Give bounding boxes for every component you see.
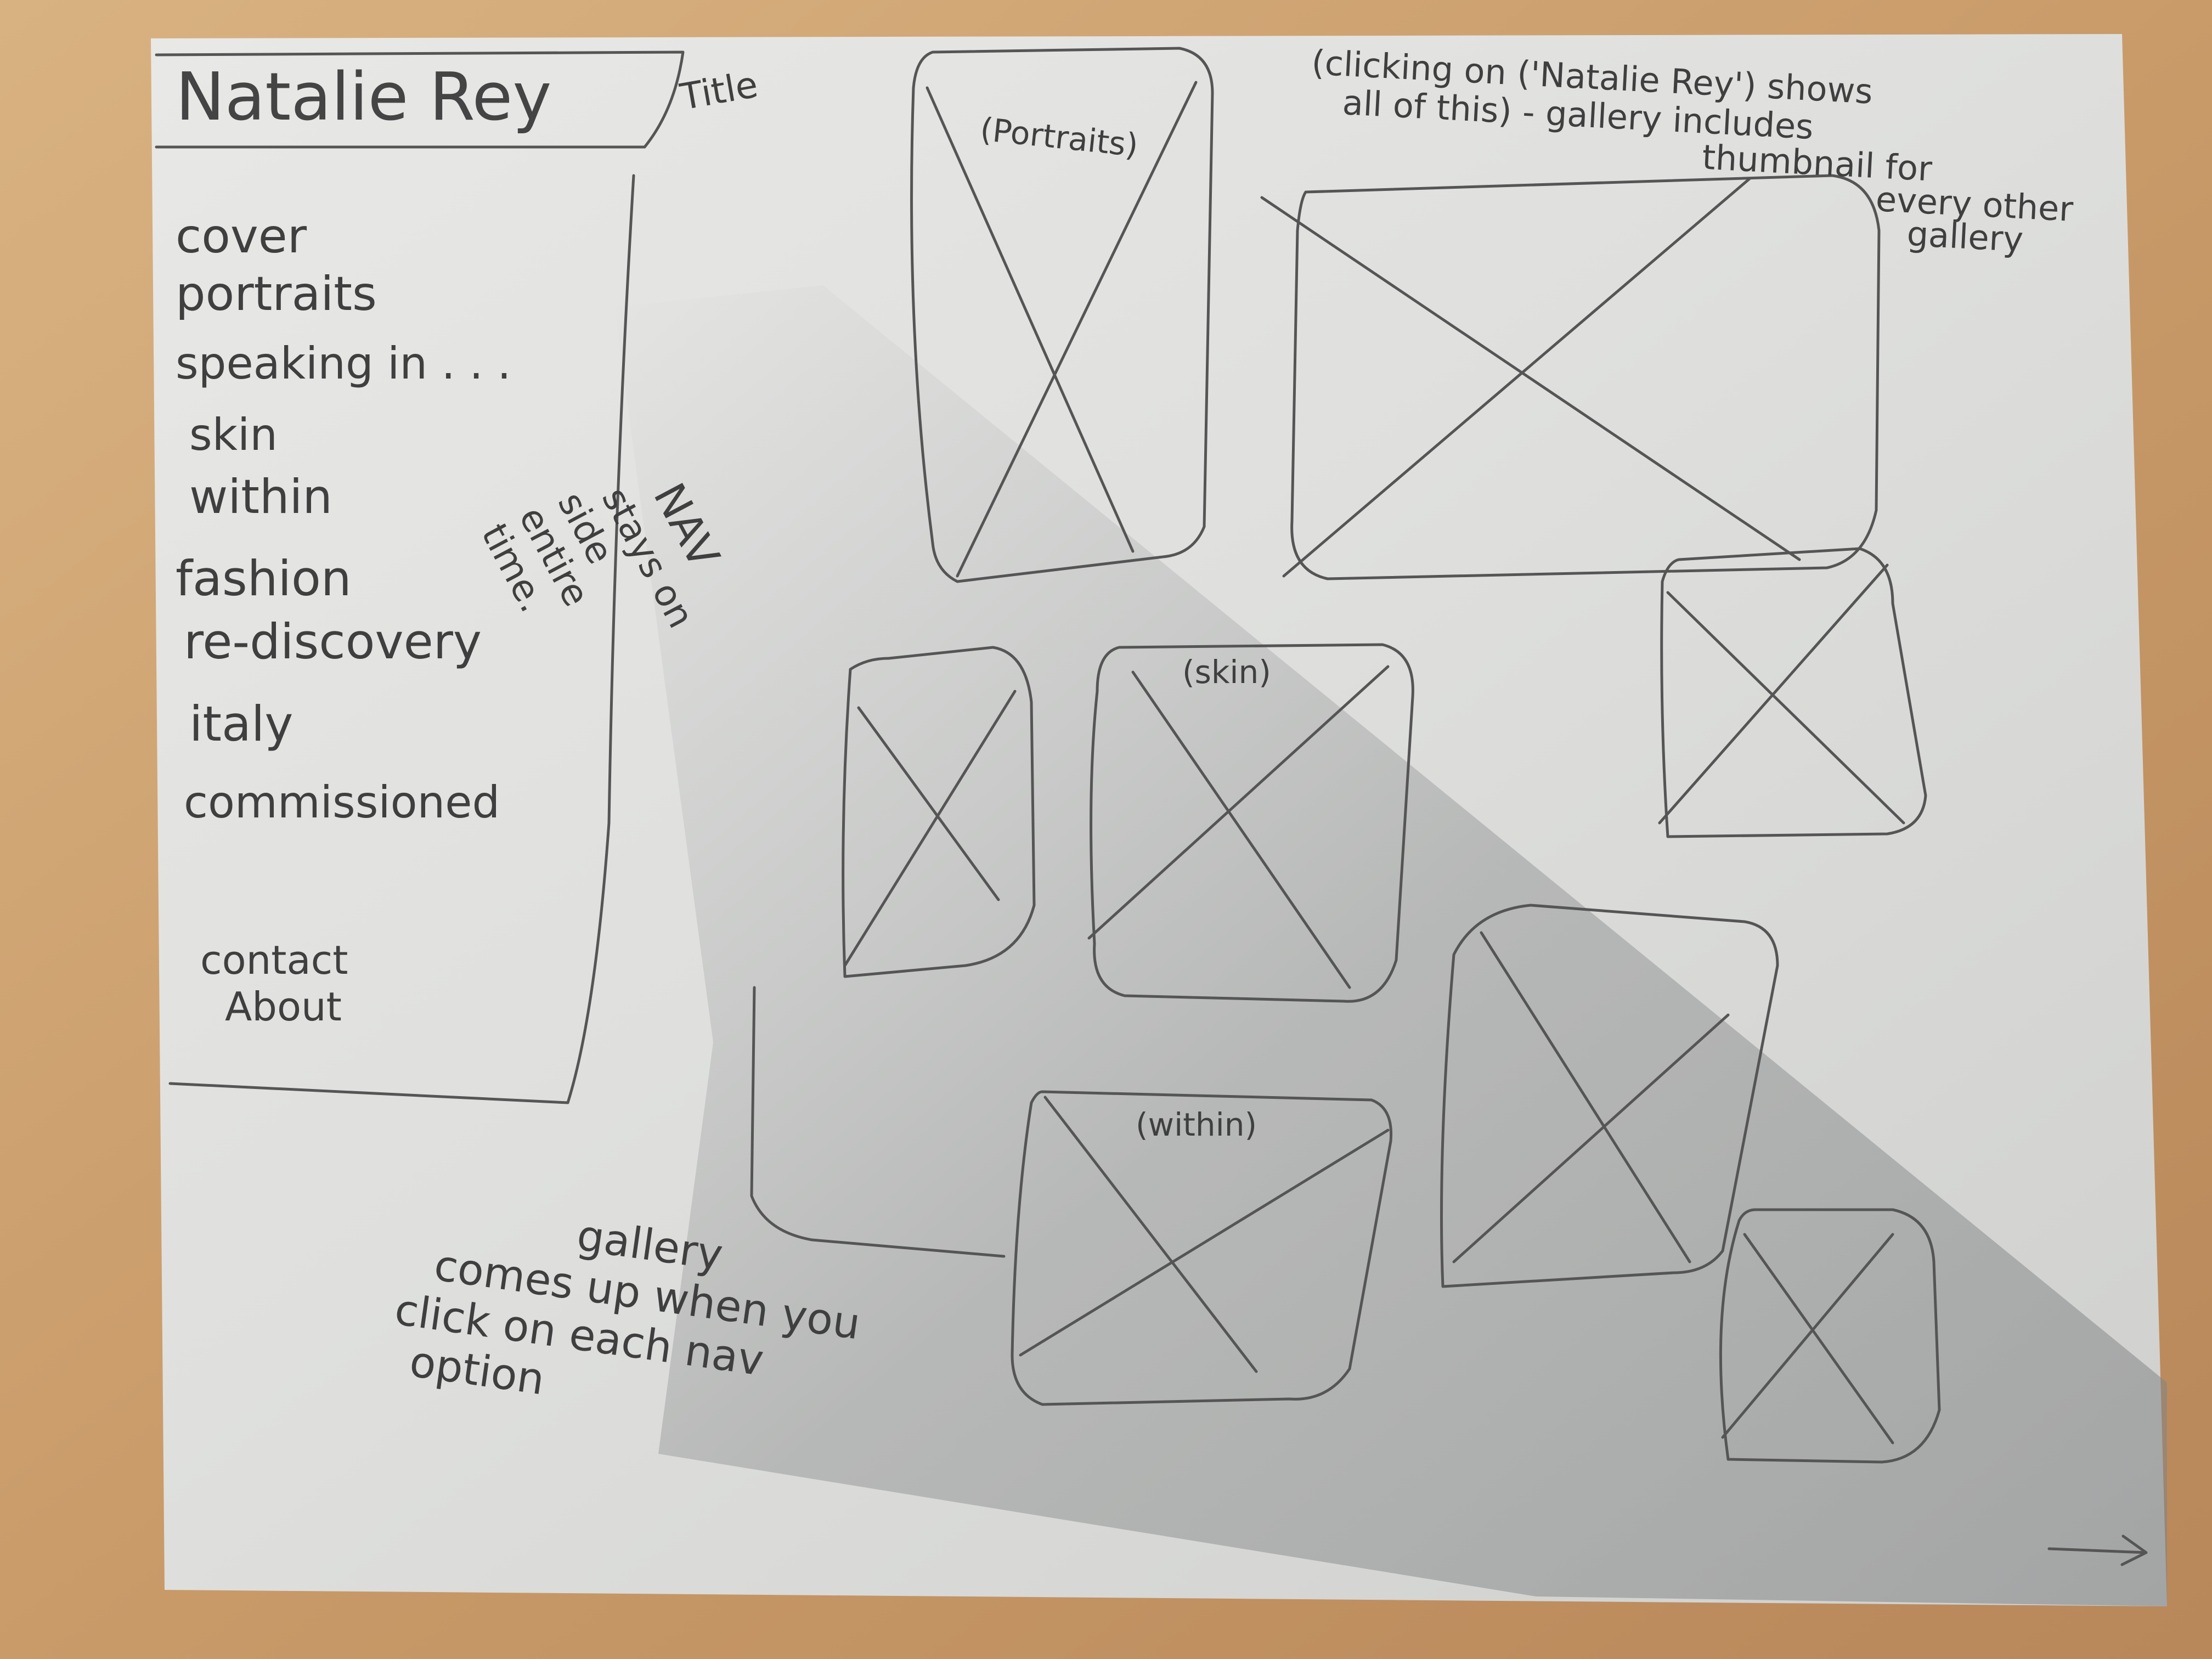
thumbnail-label-skin: (skin) xyxy=(1182,653,1271,691)
thumbnail-within xyxy=(1011,1090,1393,1406)
nav-item-skin[interactable]: skin xyxy=(189,409,278,460)
paper-shadow xyxy=(614,285,2167,1606)
thumbnail-large xyxy=(1260,174,1881,580)
thumbnail-skin xyxy=(1087,643,1414,1003)
thumbnail-right-bottom xyxy=(1719,1208,1941,1464)
nav-item-speaking-in[interactable]: speaking in . . . xyxy=(176,338,511,389)
nav-item-cover[interactable]: cover xyxy=(176,209,307,264)
nav-item-about[interactable]: About xyxy=(225,984,342,1030)
nav-sidebar-outline xyxy=(168,174,635,1104)
title-box xyxy=(155,50,685,149)
next-arrow-icon xyxy=(2047,1534,2148,1566)
thumbnail-label-within: (within) xyxy=(1136,1106,1257,1143)
svg-text:gallery: gallery xyxy=(1906,213,2024,259)
thumbnail-right-mid xyxy=(1440,904,1779,1288)
nav-item-portraits[interactable]: portraits xyxy=(176,267,377,321)
thumbnail-side-left xyxy=(842,646,1036,978)
gallery-connector-line xyxy=(750,986,1006,1258)
thumbnail-portraits xyxy=(910,47,1214,583)
nav-item-italy[interactable]: italy xyxy=(189,696,293,752)
nav-item-commissioned[interactable]: commissioned xyxy=(184,777,500,828)
nav-item-contact[interactable]: contact xyxy=(200,937,348,983)
nav-item-fashion[interactable]: fashion xyxy=(176,550,352,607)
site-title[interactable]: Natalie Rey xyxy=(176,59,551,136)
nav-item-re-discovery[interactable]: re-discovery xyxy=(184,613,482,670)
nav-item-within[interactable]: within xyxy=(189,470,332,524)
thumbnail-right-top xyxy=(1658,547,1927,838)
